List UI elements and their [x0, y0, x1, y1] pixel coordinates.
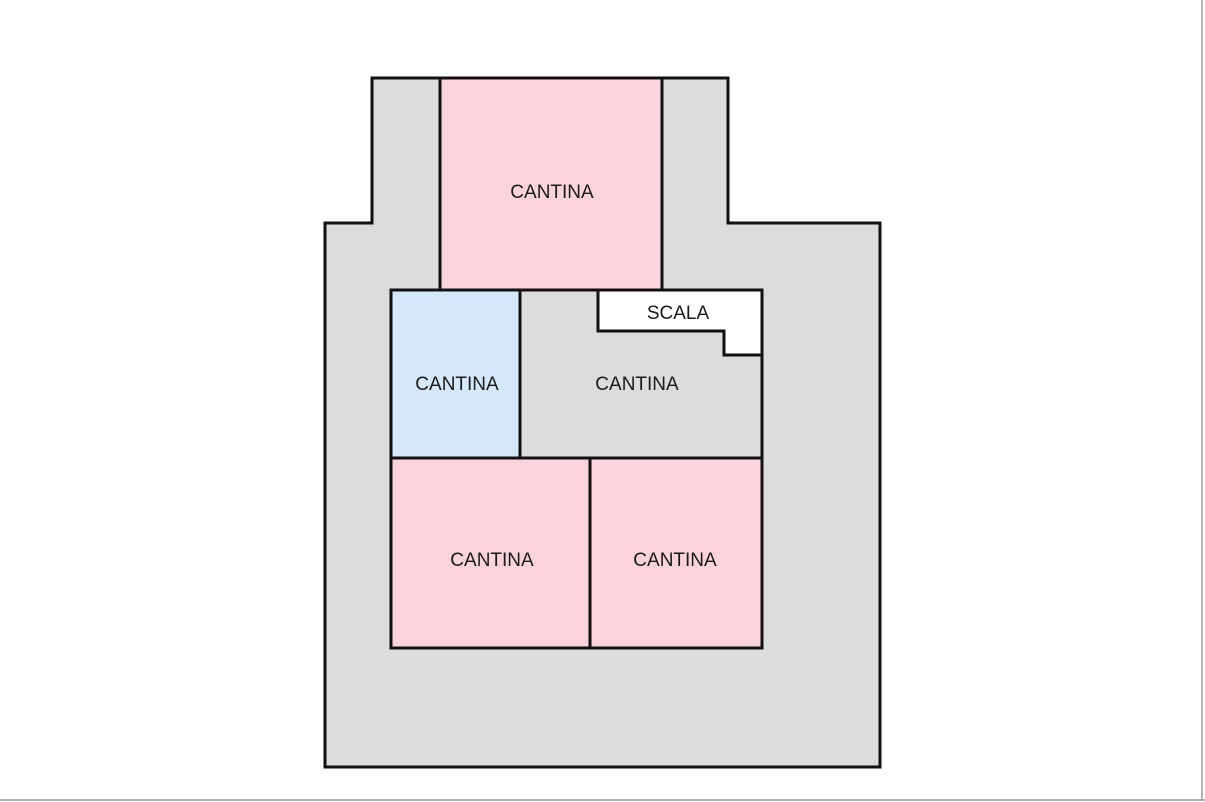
label-cantina-bottom-right: CANTINA [633, 550, 717, 571]
label-cantina-top: CANTINA [510, 182, 594, 203]
label-scala: SCALA [647, 303, 710, 324]
room-scala [596, 288, 764, 357]
label-cantina-center: CANTINA [595, 374, 679, 395]
label-cantina-blue: CANTINA [415, 374, 499, 395]
room-cantina-bottom-right [588, 456, 764, 650]
room-cantina-top [438, 76, 664, 292]
label-cantina-bottom-left: CANTINA [450, 550, 534, 571]
